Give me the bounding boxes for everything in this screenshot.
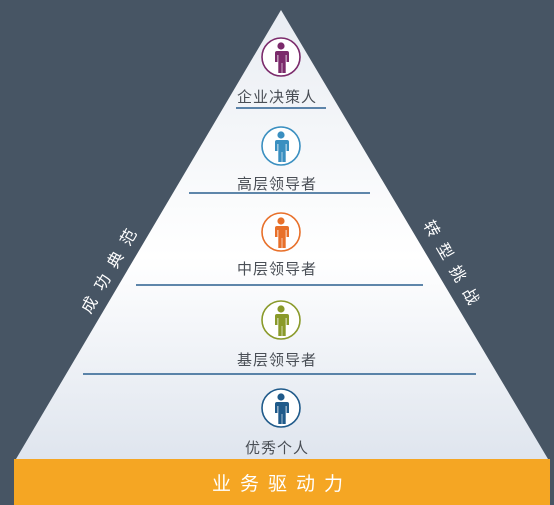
level-3-label: 中层领导者	[236, 260, 317, 278]
level-label-frontline: 基层领导者	[0, 349, 554, 370]
level-label-individual: 优秀个人	[0, 437, 554, 458]
person-icon	[261, 212, 301, 252]
level-label-ceo: 企业决策人	[0, 86, 554, 107]
level-5-label: 优秀个人	[244, 439, 309, 457]
level-4-label: 基层领导者	[236, 351, 317, 369]
person-icon	[261, 37, 301, 77]
level-label-senior: 高层领导者	[0, 173, 554, 194]
level-2-label: 高层领导者	[236, 175, 317, 193]
person-icon	[261, 388, 301, 428]
base-bar: 业务驱动力	[14, 459, 550, 505]
base-label: 业务驱动力	[211, 472, 352, 495]
level-1-label: 企业决策人	[236, 88, 317, 106]
person-icon	[261, 300, 301, 340]
level-label-middle: 中层领导者	[0, 258, 554, 279]
person-icon	[261, 126, 301, 166]
